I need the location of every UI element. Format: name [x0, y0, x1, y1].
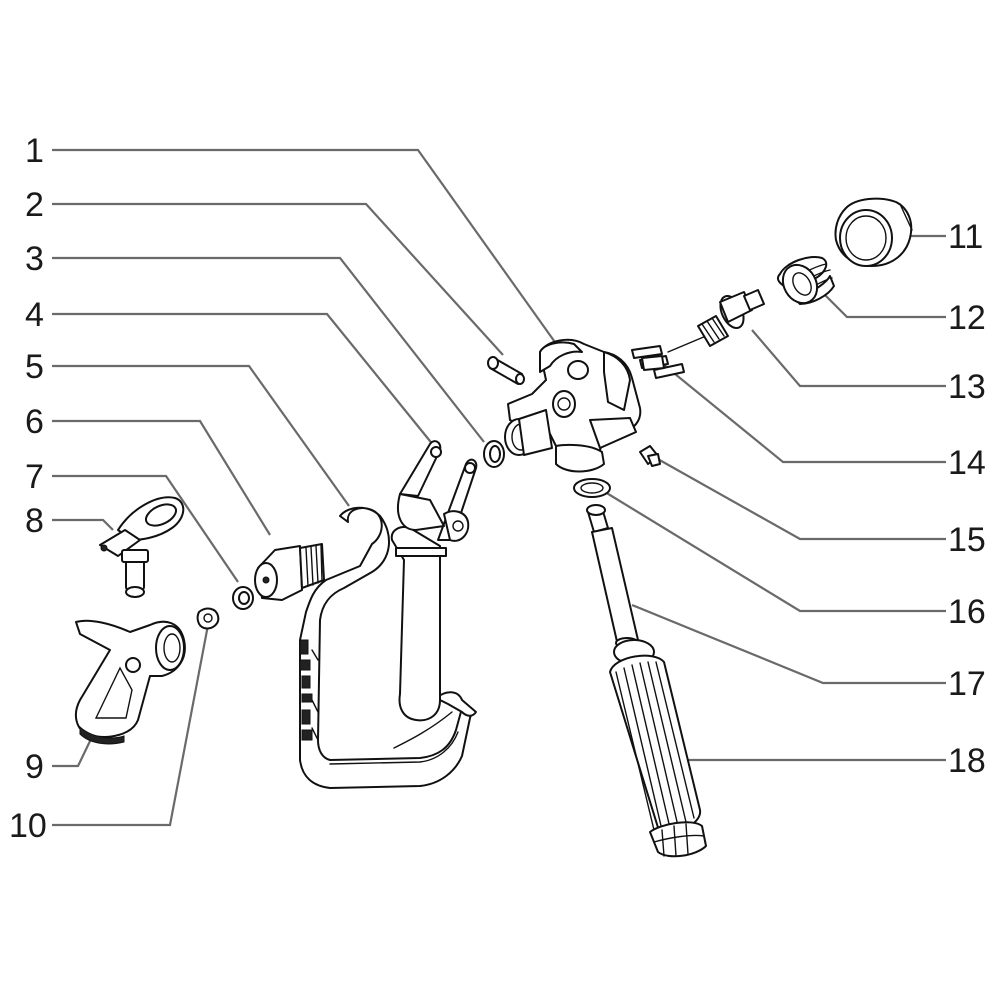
callout-number-6: 6: [25, 403, 44, 441]
callout-number-11: 11: [948, 218, 983, 256]
callout-number-17: 17: [948, 665, 986, 703]
part-15-screw: [639, 445, 661, 467]
leader-line-12: [819, 289, 946, 319]
part-4-trigger: [390, 440, 478, 722]
callout-numbers: 1 2 3 4 5 6 7 8 9 10 11 12 13 14 15 16 1…: [9, 132, 986, 845]
leader-line-5: [52, 364, 350, 507]
leader-line-15: [655, 457, 946, 541]
leader-line-1: [52, 148, 558, 346]
leader-line-8: [52, 518, 114, 531]
callout-number-8: 8: [25, 502, 44, 540]
leader-line-2: [52, 202, 504, 356]
callout-number-12: 12: [948, 299, 986, 337]
part-14-pins: [631, 345, 685, 379]
part-5-frame: [299, 506, 477, 789]
callout-number-2: 2: [25, 186, 44, 224]
leader-line-17: [631, 603, 946, 685]
leader-line-9: [52, 736, 93, 768]
part-10-seal: [196, 607, 220, 630]
part-6-fitting: [254, 543, 325, 601]
part-9-tip-guard: [74, 619, 186, 745]
leader-line-10: [52, 624, 210, 827]
leader-line-4: [52, 312, 435, 447]
part-11-cap: [834, 197, 913, 267]
leader-line-13: [751, 329, 946, 388]
callout-number-18: 18: [948, 742, 986, 780]
callout-number-16: 16: [948, 593, 986, 631]
callout-number-1: 1: [25, 132, 44, 170]
leader-line-7: [52, 474, 239, 583]
callout-number-10: 10: [9, 807, 47, 845]
callout-number-7: 7: [25, 458, 44, 496]
callout-number-13: 13: [948, 368, 986, 406]
part-1-gun-body: [504, 338, 642, 473]
part-7-washer: [232, 586, 254, 610]
part-12-spring: [776, 256, 835, 305]
leader-line-14: [663, 364, 946, 464]
part-8-tip: [99, 496, 185, 598]
part-13-needle: [667, 289, 765, 353]
leader-lines: [52, 148, 946, 827]
callout-number-4: 4: [25, 296, 44, 334]
part-16-o-ring: [573, 478, 611, 498]
callout-number-5: 5: [25, 348, 44, 386]
callout-number-9: 9: [25, 748, 44, 786]
leader-line-16: [604, 491, 946, 613]
part-17-tube: [586, 504, 639, 649]
part-2-pin: [487, 356, 525, 385]
part-18-filter-handle: [609, 639, 707, 858]
callout-number-3: 3: [25, 240, 44, 278]
leader-line-3: [52, 256, 485, 443]
callout-number-15: 15: [948, 521, 986, 559]
part-3-o-ring: [483, 440, 505, 468]
leader-line-6: [52, 419, 271, 536]
callout-number-14: 14: [948, 444, 986, 482]
